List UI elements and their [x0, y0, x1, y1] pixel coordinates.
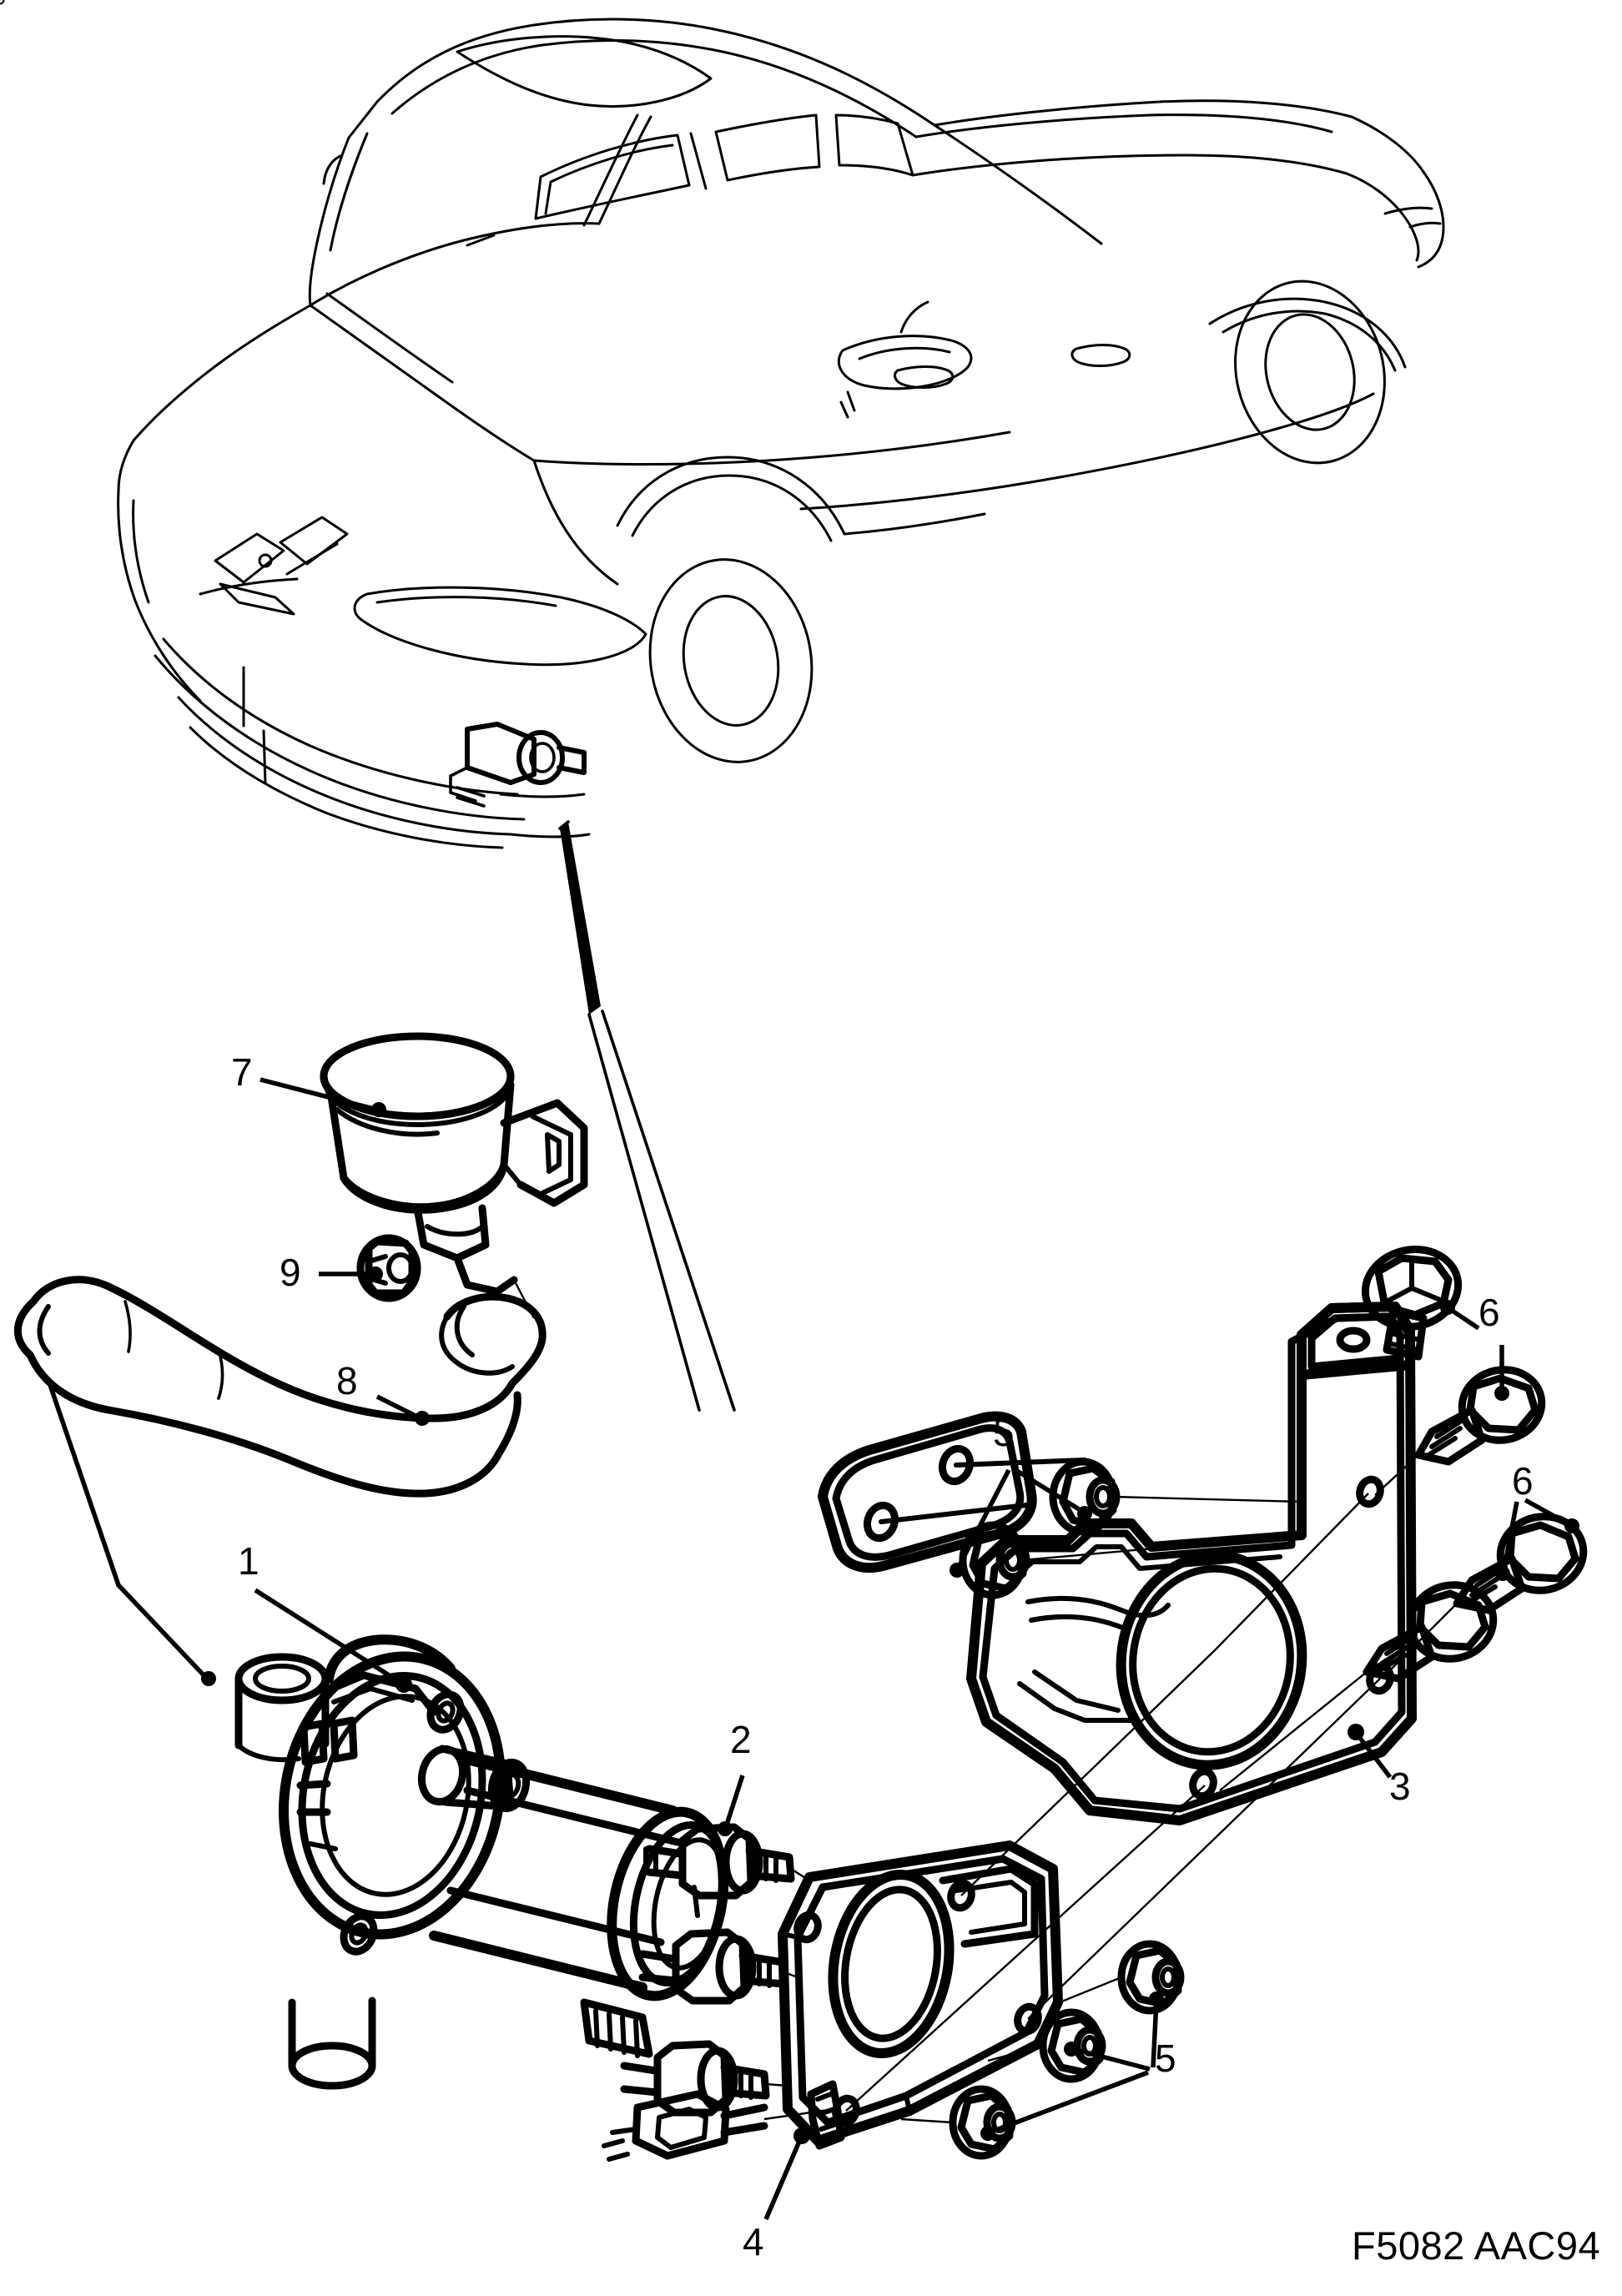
part-heat-shield-plate — [778, 1840, 1063, 2150]
part-fuel-filter — [320, 1032, 588, 1296]
figure-reference: F5082 AAC94 — [1352, 2223, 1601, 2268]
car-illustration — [117, 18, 1445, 849]
part-clamp-nut — [356, 1234, 421, 1302]
part-flange-nut-lower-3 — [949, 2085, 1016, 2160]
assembly-centrelines — [512, 1279, 1458, 2124]
part-fuel-hose — [14, 1276, 547, 1498]
part-mounting-bracket — [966, 1302, 1417, 1825]
pump-connector — [602, 2090, 768, 2162]
part-gasket-plate — [818, 1411, 1087, 1573]
car-pump-detail — [449, 722, 587, 808]
part-flange-bolt-upper-2 — [1414, 1366, 1546, 1466]
detail-reference-arrow — [558, 820, 736, 1412]
callout-1: 1 — [238, 1539, 259, 1583]
part-flange-bolt-lower-2 — [1363, 1581, 1498, 1683]
callout-6-lower: 6 — [1512, 1459, 1534, 1503]
pump-flange — [279, 1634, 506, 1956]
callout-8: 8 — [336, 1359, 358, 1402]
callout-5-lower: 5 — [1155, 2037, 1176, 2080]
stud-spacer — [620, 2040, 770, 2117]
part-flange-bolt-upper-1 — [1361, 1246, 1463, 1361]
callout-2: 2 — [730, 1718, 752, 1761]
stud-spacer — [643, 1823, 795, 1900]
callout-5-upper: 5 — [993, 1411, 1015, 1454]
callout-3: 3 — [1389, 1765, 1411, 1808]
callout-7: 7 — [231, 1050, 253, 1094]
stud-spacer — [638, 1928, 788, 2005]
callout-9: 9 — [280, 1251, 301, 1294]
callout-6-upper: 6 — [1478, 1291, 1500, 1334]
pump-nipple — [0, 0, 531, 1813]
part-flange-nut-upper-1 — [1049, 1458, 1121, 1536]
callout-4: 4 — [743, 2220, 764, 2263]
callout-leaders — [48, 1077, 1579, 2221]
part-stud-spacer-group — [620, 1823, 795, 2117]
part-fuel-pump-assembly — [0, 0, 768, 2162]
